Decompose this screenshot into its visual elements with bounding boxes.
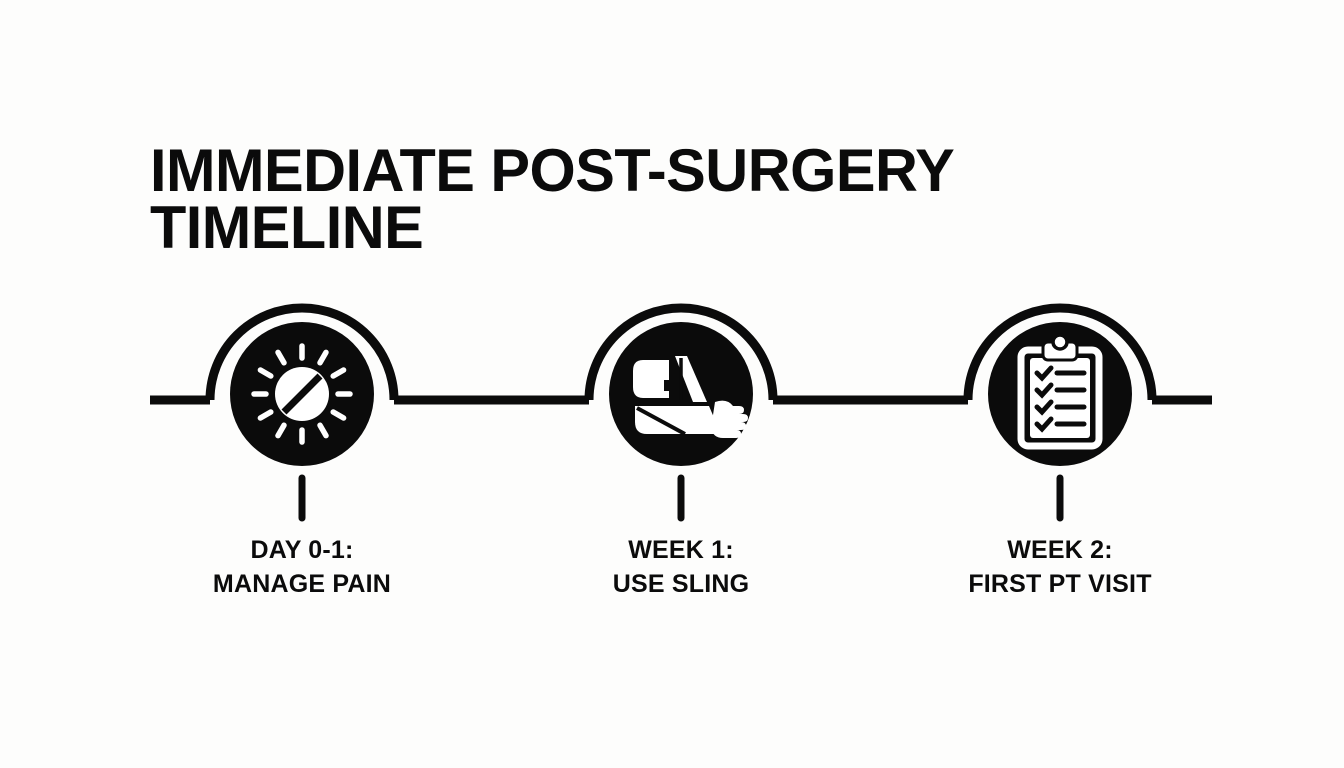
milestone-label-1-line-1: DAY 0-1: xyxy=(250,536,354,564)
milestone-label-3-line-2: FIRST PT VISIT xyxy=(968,570,1152,598)
page-title-line-1: IMMEDIATE POST-SURGERY xyxy=(150,137,955,204)
milestone-label-2-line-2: USE SLING xyxy=(612,570,750,598)
node-arc-1 xyxy=(205,303,399,401)
node-circle-1[interactable] xyxy=(230,322,374,466)
arm-sling-icon xyxy=(631,354,750,440)
node-circle-2[interactable] xyxy=(609,322,753,466)
milestone-node-2[interactable] xyxy=(609,322,753,522)
node-circle-3[interactable] xyxy=(988,322,1132,466)
page-title: IMMEDIATE POST-SURGERY TIMELINE xyxy=(150,137,1050,261)
milestone-label-1: DAY 0-1: MANAGE PAIN xyxy=(213,533,391,601)
timeline-arcs xyxy=(205,303,1157,401)
milestone-label-2: WEEK 1: USE SLING xyxy=(613,533,750,601)
milestone-label-3-line-1: WEEK 2: xyxy=(1007,536,1113,564)
node-arc-2 xyxy=(584,303,778,401)
milestone-node-1[interactable] xyxy=(230,322,374,522)
milestone-label-3: WEEK 2: FIRST PT VISIT xyxy=(968,533,1151,601)
node-arc-3 xyxy=(963,303,1157,401)
milestone-label-2-line-1: WEEK 1: xyxy=(628,536,734,564)
page-title-line-2: TIMELINE xyxy=(150,194,424,261)
clipboard-checklist-icon xyxy=(1021,335,1099,446)
milestone-label-1-line-2: MANAGE PAIN xyxy=(212,570,392,598)
pill-rays-icon xyxy=(254,346,350,442)
milestone-node-3[interactable] xyxy=(988,322,1132,522)
